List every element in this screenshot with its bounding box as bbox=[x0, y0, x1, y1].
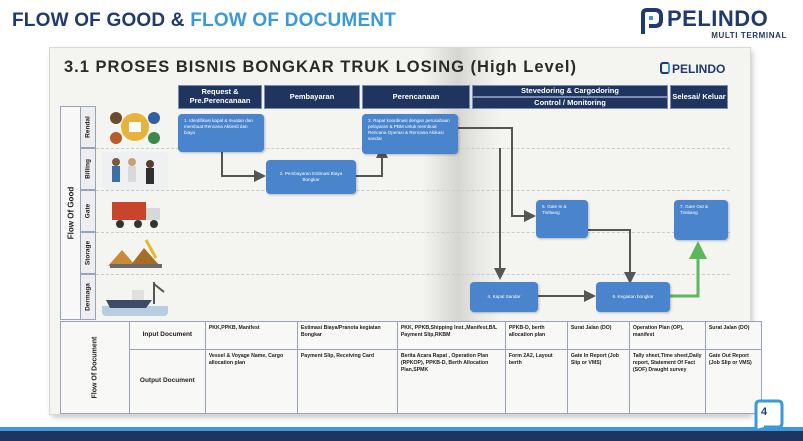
dermaga-ship-illustration bbox=[102, 282, 168, 316]
gate-truck-illustration bbox=[112, 202, 160, 228]
lane-divider bbox=[96, 190, 730, 191]
flow-of-good-text: Flow Of Good bbox=[66, 186, 76, 240]
lane-storage: Storage bbox=[80, 232, 96, 274]
slide-title: FLOW OF GOOD & FLOW OF DOCUMENT bbox=[12, 10, 396, 32]
output-doc-cell: Form 2A2, Layout berth bbox=[504, 349, 568, 414]
lane-dermaga-label: Dermaga bbox=[84, 283, 92, 311]
output-doc-cell: Vessel & Voyage Name, Cargo allocation p… bbox=[204, 349, 298, 414]
node-4-kapal-sandar: 4. Kapal Sandar bbox=[470, 282, 538, 312]
input-document-label: Input Document bbox=[128, 321, 206, 350]
output-doc-cell: Gate Out Report (Job Slip or VMS) bbox=[704, 349, 762, 414]
input-doc-cell: Surat Jalan (DO) bbox=[704, 321, 762, 350]
document-flow-table: Flow Of Document Input Document PKK,PPKB… bbox=[60, 321, 762, 414]
input-doc-cell: Operation Plan (OP), manifest bbox=[628, 321, 706, 350]
pelindo-logo: PELINDO MULTI TERMINAL bbox=[639, 6, 789, 46]
node-7-gate-out: 7. Gate Out & Timbang bbox=[674, 200, 728, 240]
node-6-kegiatan-bongkar: 6. Kegiatan bongkar bbox=[596, 282, 670, 312]
lane-billing-label: Billing bbox=[84, 159, 92, 179]
diagram-logo-text: PELINDO bbox=[672, 62, 726, 76]
lane-divider bbox=[96, 232, 730, 233]
lane-rendal-label: Rendal bbox=[84, 116, 92, 138]
logo-name: PELINDO bbox=[667, 6, 769, 31]
flow-of-document-cell: Flow Of Document bbox=[60, 321, 130, 414]
lane-rendal: Rendal bbox=[80, 106, 96, 148]
output-doc-cell: Payment Slip, Receiving Card bbox=[296, 349, 398, 414]
node-1-identifikasi: 1. Identifikasi kapal & muatan dan membu… bbox=[178, 114, 264, 152]
phase-header-request: Request & Pre.Perencanaan bbox=[178, 85, 262, 109]
input-doc-cell: PKK, PPKB,Shipping Inst.,Manifest,B/L Pa… bbox=[396, 321, 506, 350]
page-number-badge: 4 bbox=[752, 397, 786, 431]
output-document-label: Output Document bbox=[128, 349, 206, 414]
table-row-input: Flow Of Document Input Document PKK,PPKB… bbox=[60, 321, 762, 414]
logo-subtitle: MULTI TERMINAL bbox=[711, 31, 787, 40]
node-5-gate-in: 5. Gate In & Timbang bbox=[536, 200, 588, 238]
node-3-rapat: 3. Rapat koordinasi dengan perusahaan pe… bbox=[362, 114, 458, 154]
phase-header-pembayaran: Pembayaran bbox=[264, 85, 360, 109]
input-doc-cell: PKK,PPKB, Manifest bbox=[204, 321, 298, 350]
node-2-pembayaran: 2. Pembayaran Estimasi Biaya Bongkar bbox=[266, 160, 356, 194]
output-doc-cell: Berita Acara Rapat , Operation Plan (RPK… bbox=[396, 349, 506, 414]
input-doc-cell: Estimasi Biaya/Pranota kegiatan Bongkar bbox=[296, 321, 398, 350]
lane-gate: Gate bbox=[80, 190, 96, 232]
page-number: 4 bbox=[761, 406, 768, 418]
phase-header-perencanaan: Perencanaan bbox=[362, 85, 470, 109]
phase-header-stevedoring: Stevedoring & Cargodoring bbox=[472, 85, 668, 97]
lane-billing: Billing bbox=[80, 148, 96, 190]
output-doc-cell: Tally sheet,Time sheet,Daily report, Sta… bbox=[628, 349, 706, 414]
lane-gate-label: Gate bbox=[84, 203, 92, 219]
input-doc-cell: PPKB-D, berth allocation plan bbox=[504, 321, 568, 350]
page-number-badge-icon bbox=[754, 399, 784, 429]
footer-bar bbox=[0, 427, 803, 441]
phase-header-control: Control / Monitoring bbox=[472, 97, 668, 109]
pelindo-small-logo-icon bbox=[660, 62, 670, 74]
slide-title-part1: FLOW OF GOOD & bbox=[12, 10, 191, 31]
billing-people-illustration bbox=[102, 152, 168, 190]
table-row-output: Output Document Vessel & Voyage Name, Ca… bbox=[61, 349, 762, 414]
rendal-people-illustration bbox=[110, 112, 160, 144]
lane-divider bbox=[96, 274, 730, 275]
diagram-logo: PELINDO bbox=[660, 62, 725, 76]
phase-header-selesai: Selesai/ Keluar bbox=[670, 85, 728, 109]
output-doc-cell: Gate In Report (Job Slip or VMS) bbox=[566, 349, 630, 414]
input-doc-cell: Surat Jalan (DO) bbox=[566, 321, 630, 350]
storage-yard-illustration bbox=[108, 239, 162, 268]
slide-title-part2: FLOW OF DOCUMENT bbox=[190, 10, 397, 31]
lane-dermaga: Dermaga bbox=[80, 274, 96, 320]
diagram-title: 3.1 PROSES BISNIS BONGKAR TRUK LOSING (H… bbox=[64, 58, 577, 76]
pelindo-logo-icon bbox=[641, 8, 663, 34]
flow-of-document-label: Flow Of Document bbox=[91, 336, 99, 399]
lane-storage-label: Storage bbox=[84, 240, 92, 266]
footer-accent bbox=[0, 427, 803, 431]
